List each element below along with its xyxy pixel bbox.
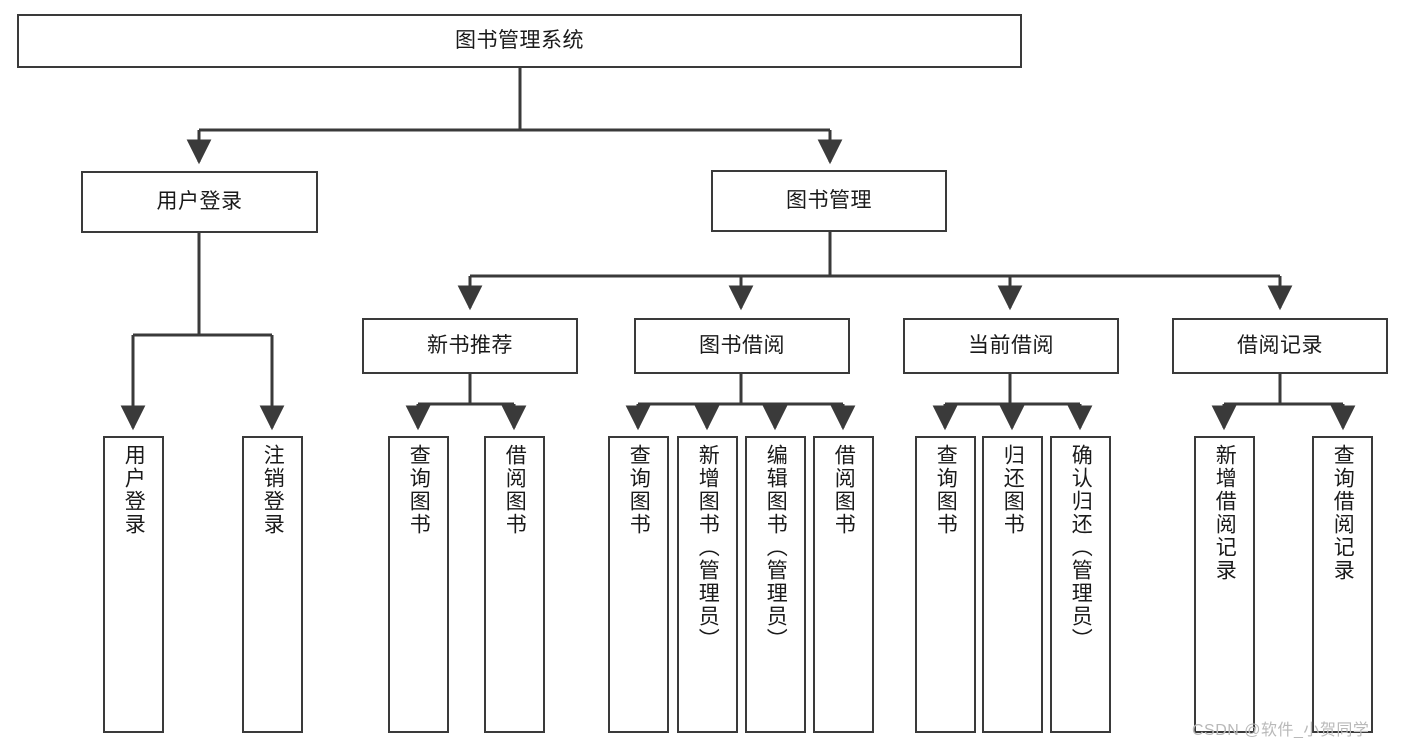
node-label: 归还图书 [1001,444,1025,536]
leaf-record-query-record[interactable]: 查询借阅记录 [1312,436,1373,733]
leaf-current-return-book[interactable]: 归还图书 [982,436,1043,733]
leaf-borrow-add-book-admin[interactable]: 新增图书（管理员） [677,436,738,733]
leaf-current-confirm-return-admin[interactable]: 确认归还（管理员） [1050,436,1111,733]
node-new-book-recommend[interactable]: 新书推荐 [362,318,578,374]
leaf-recommend-borrow-book[interactable]: 借阅图书 [484,436,545,733]
node-label: 编辑图书（管理员） [764,444,788,651]
leaf-borrow-borrow-book[interactable]: 借阅图书 [813,436,874,733]
leaf-user-login-signin[interactable]: 用户登录 [103,436,164,733]
node-label: 新增借阅记录 [1213,444,1237,582]
node-book-management[interactable]: 图书管理 [711,170,947,232]
node-label: 图书管理系统 [455,28,584,52]
node-label: 借阅图书 [503,444,527,536]
csdn-watermark: CSDN @软件_小贺同学 [1192,722,1370,739]
node-label: 借阅图书 [832,444,856,536]
node-label: 注销登录 [261,444,285,536]
leaf-record-add-record[interactable]: 新增借阅记录 [1194,436,1255,733]
leaf-recommend-query-book[interactable]: 查询图书 [388,436,449,733]
node-label: 查询图书 [627,444,651,536]
node-label: 图书管理 [786,188,872,212]
node-label: 用户登录 [122,444,146,536]
node-label: 用户登录 [156,189,243,213]
node-book-borrow[interactable]: 图书借阅 [634,318,850,374]
node-root-system[interactable]: 图书管理系统 [17,14,1022,68]
node-label: 新书推荐 [427,333,513,357]
node-label: 确认归还（管理员） [1069,444,1093,651]
node-label: 借阅记录 [1237,333,1323,357]
leaf-borrow-query-book[interactable]: 查询图书 [608,436,669,733]
leaf-borrow-edit-book-admin[interactable]: 编辑图书（管理员） [745,436,806,733]
node-label: 查询图书 [407,444,431,536]
node-label: 当前借阅 [968,333,1054,357]
node-borrow-record[interactable]: 借阅记录 [1172,318,1388,374]
leaf-current-query-book[interactable]: 查询图书 [915,436,976,733]
node-current-borrow[interactable]: 当前借阅 [903,318,1119,374]
node-label: 查询借阅记录 [1331,444,1355,582]
node-label: 图书借阅 [699,333,785,357]
leaf-user-login-signout[interactable]: 注销登录 [242,436,303,733]
node-label: 新增图书（管理员） [696,444,720,651]
node-user-login[interactable]: 用户登录 [81,171,318,233]
node-label: 查询图书 [934,444,958,536]
